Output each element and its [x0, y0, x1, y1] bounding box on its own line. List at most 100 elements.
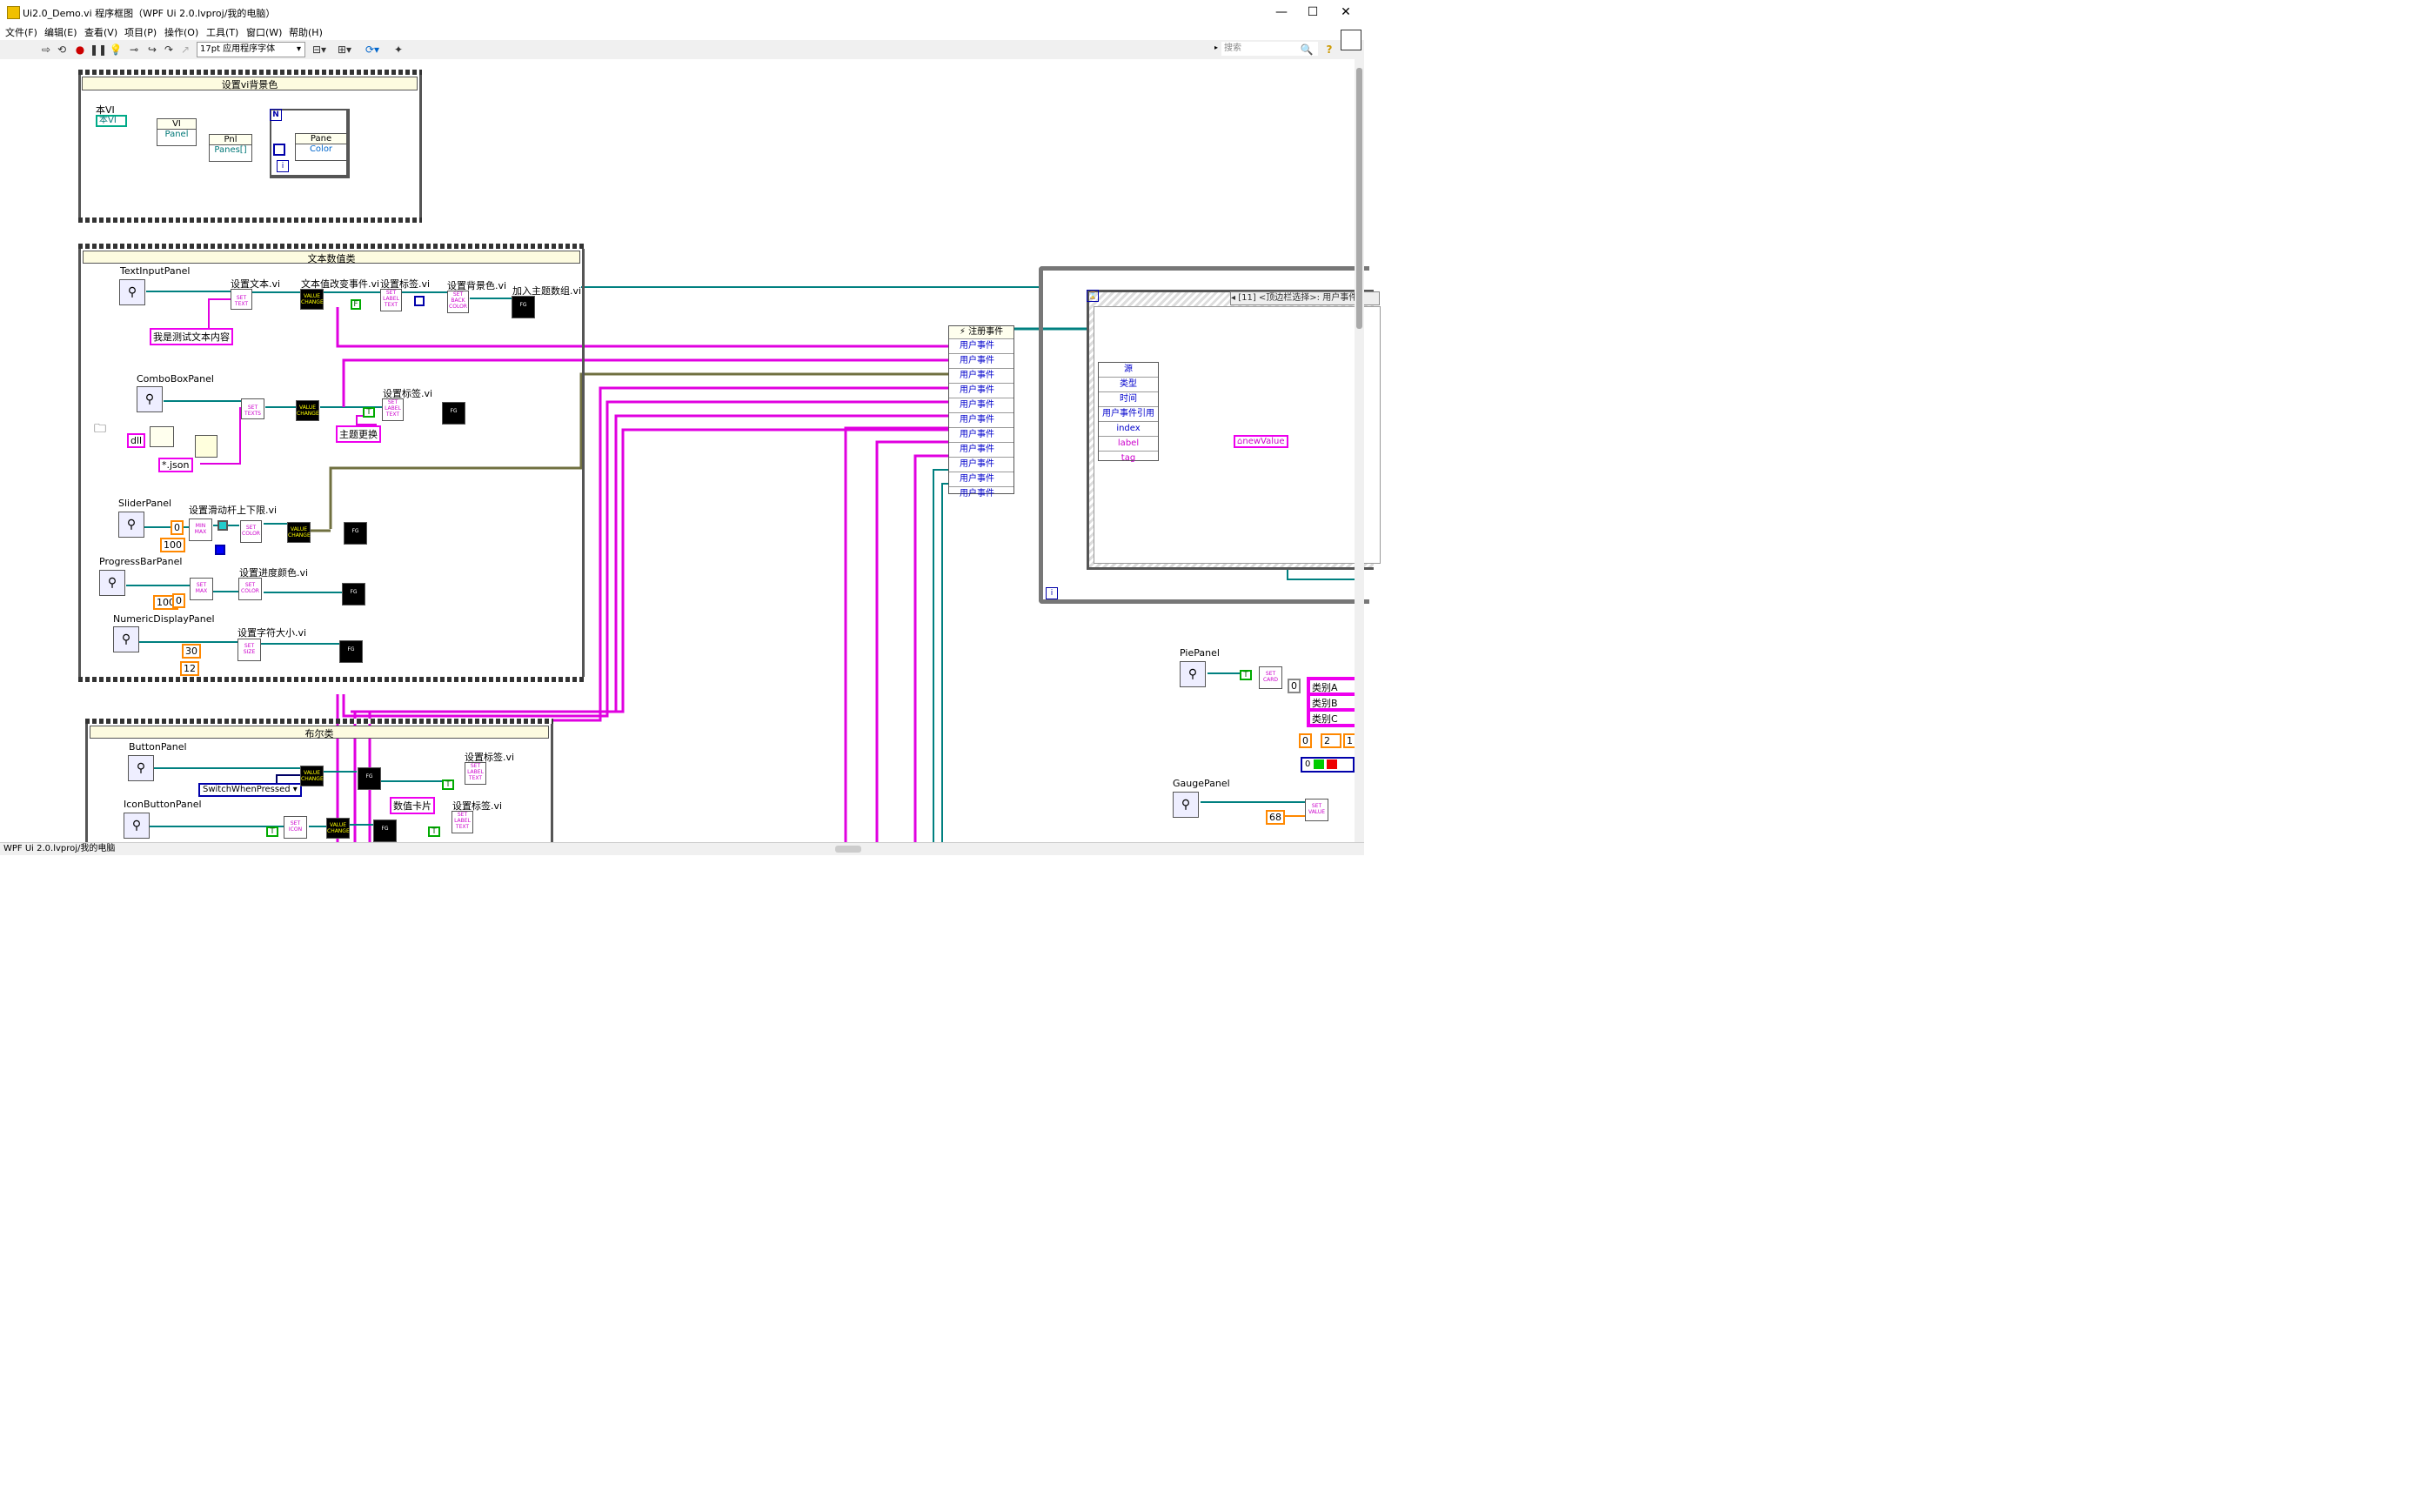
pane-property-node[interactable]: Pane Color [295, 133, 347, 161]
distribute-objects-icon[interactable]: ⊞▾ [337, 43, 352, 56]
block-diagram-canvas[interactable]: 设置vi背景色 本VI 本VI VI Panel Pnl Panes[] N i… [0, 59, 1381, 842]
user-event-row[interactable]: 用户事件 [949, 472, 1013, 486]
fg-subvi-2[interactable]: FG [442, 402, 465, 425]
run-continuously-icon[interactable]: ⟲ [57, 43, 67, 56]
slider-color-box[interactable] [217, 520, 228, 531]
for-loop[interactable]: N i Pane Color [270, 109, 350, 178]
event-data-time[interactable]: 时间 [1099, 391, 1158, 406]
event-data-type[interactable]: 类型 [1099, 377, 1158, 391]
register-events-node[interactable]: ⚡ 注册事件 用户事件 用户事件 用户事件 用户事件 用户事件 用户事件 用户事… [948, 325, 1014, 498]
numeric-card-constant[interactable]: 数值卡片 [390, 797, 435, 814]
switch-enum-constant[interactable]: SwitchWhenPressed ▾ [198, 783, 302, 797]
true-constant-1[interactable]: T [363, 407, 375, 418]
category-b[interactable]: 类别B [1308, 694, 1357, 710]
maximize-button[interactable]: ☐ [1307, 5, 1319, 19]
progressbar-panel-ref[interactable]: ⚲ [99, 570, 125, 596]
array-num-2[interactable]: 2 [1321, 733, 1341, 748]
fg-subvi-1[interactable]: FG [512, 296, 535, 318]
false-constant[interactable]: F [351, 299, 361, 310]
true-constant-4[interactable]: T [428, 826, 440, 837]
flat-sequence-frame-bg-color[interactable]: 设置vi背景色 本VI 本VI VI Panel Pnl Panes[] N i… [78, 70, 422, 224]
progress-color-box[interactable] [215, 545, 225, 555]
step-into-icon[interactable]: ↪ [147, 43, 157, 56]
fg-subvi-4[interactable]: FG [342, 583, 365, 605]
build-path-node[interactable] [150, 426, 174, 447]
pie-true-constant[interactable]: T [1240, 670, 1252, 680]
slider-min-constant[interactable]: 0 [171, 520, 184, 535]
slider-panel-ref[interactable]: ⚲ [118, 512, 144, 538]
help-icon[interactable]: ? [1326, 43, 1333, 56]
new-value-local[interactable]: ⌂newValue [1234, 435, 1288, 448]
gauge-value-constant[interactable]: 68 [1266, 810, 1285, 825]
menu-help[interactable]: 帮助(H) [289, 27, 323, 38]
color-array-constant[interactable]: 0 [1301, 757, 1355, 773]
category-array[interactable]: 类别A 类别B 类别C [1307, 677, 1359, 727]
true-constant-3[interactable]: T [266, 826, 278, 837]
event-case-selector[interactable]: ◂ [11] <顶边栏选择>: 用户事件 [1230, 291, 1380, 305]
close-button[interactable]: ✕ [1341, 5, 1351, 19]
menu-edit[interactable]: 编辑(E) [44, 27, 77, 38]
menu-tools[interactable]: 工具(T) [206, 27, 239, 38]
folder-icon[interactable]: 🗀 [94, 422, 106, 436]
event-structure[interactable]: ⌛ ◂ [11] <顶边栏选择>: 用户事件 源 类型 时间 用户事件引用 in… [1087, 290, 1381, 570]
user-event-row[interactable]: 用户事件 [949, 383, 1013, 398]
flat-sequence-frame-boolean[interactable]: 布尔类 ButtonPanel ⚲ SwitchWhenPressed ▾ VA… [85, 719, 553, 842]
menu-operate[interactable]: 操作(O) [164, 27, 199, 38]
category-a[interactable]: 类别A [1308, 679, 1357, 694]
search-icon[interactable]: 🔍 [1300, 43, 1314, 56]
progress-min-constant[interactable]: 0 [172, 593, 185, 608]
horizontal-scrollbar-thumb[interactable] [835, 846, 861, 853]
numeric-display-panel-ref[interactable]: ⚲ [113, 626, 139, 652]
button-panel-ref[interactable]: ⚲ [128, 755, 154, 781]
pie-panel-ref[interactable]: ⚲ [1180, 661, 1206, 687]
fg-subvi-5[interactable]: FG [339, 640, 363, 663]
user-event-row[interactable]: 用户事件 [949, 412, 1013, 427]
reorder-icon[interactable]: ⟳▾ [365, 43, 380, 56]
json-constant[interactable]: *.json [158, 458, 193, 472]
menu-window[interactable]: 窗口(W) [246, 27, 283, 38]
pause-icon[interactable]: ❚❚ [90, 43, 108, 56]
true-constant-2[interactable]: T [442, 779, 454, 790]
user-event-row[interactable]: 用户事件 [949, 353, 1013, 368]
event-data-node[interactable]: 源 类型 时间 用户事件引用 index label tag [1098, 362, 1159, 463]
size-30-constant[interactable]: 30 [182, 644, 201, 659]
combobox-panel-ref[interactable]: ⚲ [137, 386, 163, 412]
menu-view[interactable]: 查看(V) [84, 27, 118, 38]
while-loop[interactable]: i ⌛ ◂ [11] <顶边栏选择>: 用户事件 源 类型 时间 用户事件引用 … [1039, 266, 1381, 604]
pnl-property-node[interactable]: Pnl Panes[] [209, 134, 252, 162]
abort-icon[interactable]: ● [75, 43, 85, 56]
size-12-constant[interactable]: 12 [180, 661, 199, 676]
fg-subvi-6[interactable]: FG [358, 767, 381, 790]
this-vi-constant[interactable]: 本VI [96, 115, 127, 127]
user-event-row[interactable]: 用户事件 [949, 427, 1013, 442]
fg-subvi-3[interactable]: FG [344, 522, 367, 545]
array-num-0[interactable]: 0 [1299, 733, 1312, 748]
event-data-user-event-ref[interactable]: 用户事件引用 [1099, 406, 1158, 421]
user-event-row[interactable]: 用户事件 [949, 398, 1013, 412]
user-event-row[interactable]: 用户事件 [949, 486, 1013, 501]
align-objects-icon[interactable]: ⊟▾ [311, 43, 327, 56]
theme-change-constant[interactable]: 主题更换 [336, 425, 381, 443]
slider-max-constant[interactable]: 100 [160, 538, 185, 552]
menu-project[interactable]: 项目(P) [124, 27, 157, 38]
retain-wire-values-icon[interactable]: ⊸ [129, 43, 139, 56]
event-data-source[interactable]: 源 [1124, 365, 1133, 374]
user-event-row[interactable]: 用户事件 [949, 368, 1013, 383]
text-input-panel-ref[interactable]: ⚲ [119, 279, 145, 305]
dll-constant[interactable]: dll [127, 433, 146, 448]
